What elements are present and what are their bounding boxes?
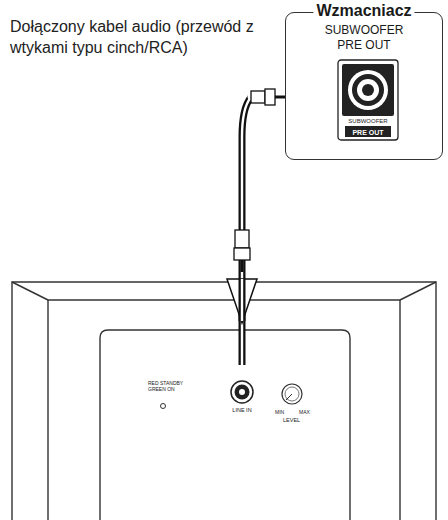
cabinet-inner-outline [48, 300, 400, 520]
cable-caption: Dołączony kabel audio (przewód z wtykami… [10, 16, 286, 58]
amplifier-box: WzmacniaczSUBWOOFER PRE OUTSUBWOOFERPRE … [285, 12, 443, 160]
level-knob [282, 384, 302, 404]
jack-label: LINE IN [220, 407, 264, 414]
audio-cable [227, 89, 285, 365]
cabinet-edge [400, 282, 436, 300]
jack-label: SUBWOOFER [337, 117, 399, 126]
line-in-jack [220, 371, 264, 411]
jack-label: PRE OUT [337, 127, 399, 138]
knob-scale: MAX [299, 409, 310, 415]
arrowhead [227, 279, 257, 323]
subwoofer-jack-icon [337, 59, 399, 141]
rear-panel [100, 330, 350, 520]
status-led [161, 404, 166, 409]
knob-scale: MIN [275, 409, 284, 415]
cabinet-outline [12, 282, 436, 520]
line-in-panel: LINE IN [220, 365, 264, 417]
led-label: RED STANDBY GREEN ON [148, 380, 190, 392]
knob-label: LEVEL [283, 417, 300, 424]
cabinet-edge [12, 282, 48, 300]
amplifier-heading: Wzmacniacz [313, 1, 414, 21]
output-name: SUBWOOFER PRE OUT [316, 23, 412, 53]
